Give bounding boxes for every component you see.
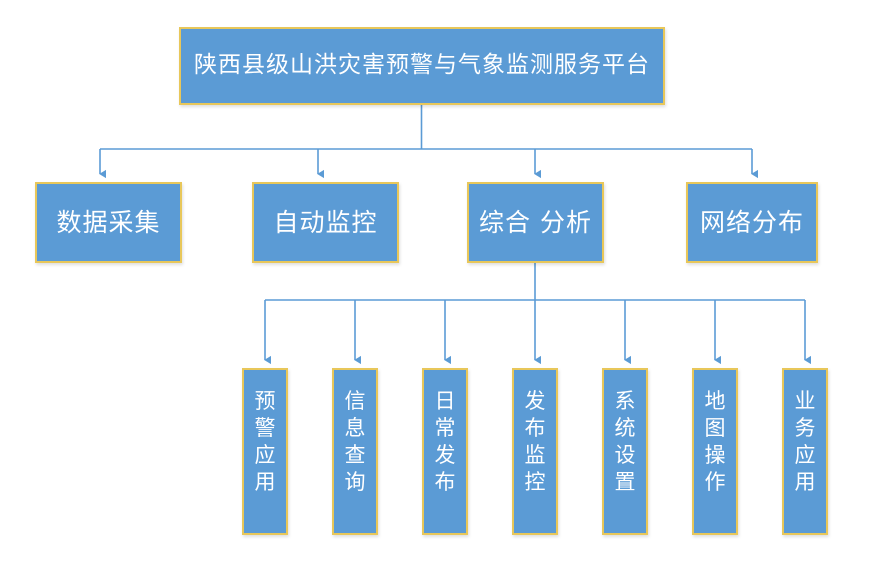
node-release-monitoring[interactable]: 发布监控 [512, 368, 558, 535]
node-label: 地图操作 [704, 389, 726, 494]
node-label: 综合 分析 [479, 207, 592, 237]
node-label: 自动监控 [273, 207, 378, 237]
node-warning-application[interactable]: 预警应用 [242, 368, 288, 535]
node-network-distribution[interactable]: 网络分布 [686, 182, 818, 263]
node-label: 网络分布 [699, 207, 804, 237]
node-root[interactable]: 陕西县级山洪灾害预警与气象监测服务平台 [179, 27, 665, 105]
node-information-query[interactable]: 信息查询 [332, 368, 378, 535]
node-label: 发布监控 [524, 389, 546, 494]
node-comprehensive-analysis[interactable]: 综合 分析 [467, 182, 604, 263]
node-label: 系统设置 [614, 389, 636, 494]
node-label: 信息查询 [344, 389, 366, 494]
node-daily-release[interactable]: 日常发布 [422, 368, 468, 535]
node-map-operation[interactable]: 地图操作 [692, 368, 738, 535]
node-auto-monitoring[interactable]: 自动监控 [252, 182, 399, 263]
node-system-settings[interactable]: 系统设置 [602, 368, 648, 535]
node-root-label: 陕西县级山洪灾害预警与气象监测服务平台 [194, 52, 650, 79]
node-business-application[interactable]: 业务应用 [782, 368, 828, 535]
node-label: 业务应用 [794, 389, 816, 494]
node-label: 日常发布 [434, 389, 456, 494]
node-label: 预警应用 [254, 389, 276, 494]
node-data-collection[interactable]: 数据采集 [35, 182, 182, 263]
node-label: 数据采集 [56, 207, 161, 237]
